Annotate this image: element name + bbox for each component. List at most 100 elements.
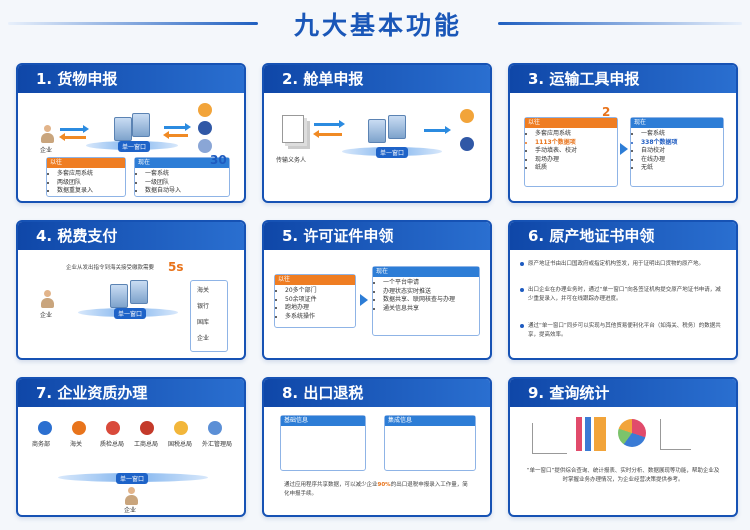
agency-icon <box>174 421 188 435</box>
stat-number: 30 <box>210 153 227 167</box>
server-icon <box>368 119 386 143</box>
card-goods-declaration[interactable]: 1. 货物申报 企业 单一窗口 以往 多套应用系统 两级团队 数据重复录入 现在… <box>16 63 246 203</box>
enterprise-label: 企业 <box>40 312 53 319</box>
platform-label: 单一窗口 <box>118 141 151 152</box>
enterprise-person-icon <box>40 290 54 308</box>
before-stat: 2 <box>602 105 611 119</box>
institution-item: 国库 <box>197 319 210 326</box>
agency-label: 质检总局 <box>100 441 125 448</box>
card-enterprise-qualification[interactable]: 7. 企业资质办理 商务部 海关 质检总局 工商总局 国税总局 外汇管理局 单一… <box>16 377 246 517</box>
arrow-left-icon <box>163 131 188 139</box>
arrow-left-icon <box>313 130 342 138</box>
before-item: 1113个数据项 <box>535 139 617 148</box>
query-caption: “单一窗口”提供综合查询、统计报表、实时分析、数据展现等功能，帮助企业及时掌握业… <box>526 468 720 483</box>
arrow-right-icon <box>164 123 191 131</box>
before-item: 50余项证件 <box>285 296 355 305</box>
agency-icon <box>72 421 86 435</box>
card-title: 5. 许可证件申领 <box>264 222 490 250</box>
now-item: 办理状态实时推送 <box>383 288 479 297</box>
tools-icon <box>198 103 212 117</box>
agency-label: 商务部 <box>32 441 51 448</box>
bullet-dot-icon <box>520 262 524 266</box>
title-divider-left <box>8 22 258 25</box>
info-bullet: 原产地证书由出口国政府或指定机构签发，用于证明出口货物的原产地。 <box>528 261 705 267</box>
before-item: 数据重复录入 <box>57 187 125 196</box>
agent-label: 传输义务人 <box>276 157 307 164</box>
payment-caption: 企业从发出指令到海关接受缴款需要 <box>66 265 155 271</box>
now-box: 现在 一个平台申请 办理状态实时推送 数据共享、联网核查与办理 通关信息共享 <box>372 266 480 336</box>
institution-item: 企业 <box>197 335 210 342</box>
arrow-right-icon <box>60 125 89 133</box>
before-item: 纸质 <box>535 164 617 173</box>
card-title: 6. 原产地证书申领 <box>510 222 736 250</box>
now-item: 自动校对 <box>641 147 723 156</box>
server-icon <box>114 117 132 141</box>
enterprise-label: 企业 <box>40 147 53 154</box>
enterprise-label: 企业 <box>124 507 137 514</box>
now-item: 数据自动导入 <box>145 187 229 196</box>
now-item: 在线办理 <box>641 156 723 165</box>
now-item: 无纸 <box>641 164 723 173</box>
info-bullet: 出口企业在办理业务时，通过“单一窗口”向各签证机构提交原产地证书申请，减少重复录… <box>528 287 721 302</box>
rebate-percent: 90% <box>377 482 391 488</box>
now-item: 一级团队 <box>145 179 229 188</box>
agency-label: 外汇管理局 <box>202 441 233 448</box>
title-divider-right <box>498 22 742 25</box>
now-item: 通关信息共享 <box>383 305 479 314</box>
title-bar: 九大基本功能 <box>0 0 750 46</box>
info-bullet: 通过“单一窗口”同步可以实现与其他贸易便利化平台（如海关、税务）的数据共享，提高… <box>528 323 721 338</box>
server-icon <box>388 115 406 139</box>
now-item: 一个平台申请 <box>383 279 479 288</box>
card-transport-declaration[interactable]: 3. 运输工具申报 以往 多套应用系统 1113个数据项 手动填表、校对 现场办… <box>508 63 738 203</box>
rebate-caption-a: 通过应用程序共享数据，可以减少企业 <box>284 482 378 488</box>
card-tax-payment[interactable]: 4. 税费支付 企业从发出指令到海关接受缴款需要 5s 企业 单一窗口 海关 银… <box>16 220 246 360</box>
before-label: 以往 <box>525 118 617 128</box>
emblem-icon <box>460 137 474 151</box>
document-stack-icon <box>282 115 304 143</box>
before-box: 以往 20多个部门 50余项证件 跑地办理 多系统操作 <box>274 274 356 328</box>
card-title: 3. 运输工具申报 <box>510 65 736 93</box>
emblem-icon <box>198 121 212 135</box>
agency-label: 海关 <box>70 441 83 448</box>
before-item: 20多个部门 <box>285 287 355 296</box>
card-query-statistics[interactable]: 9. 查询统计 “单一窗口”提供综合查询、统计报表、实时分析、数据展现等功能，帮… <box>508 377 738 517</box>
agency-icon <box>38 421 52 435</box>
before-item: 手动填表、校对 <box>535 147 617 156</box>
agency-icon <box>106 421 120 435</box>
card-origin-certificate[interactable]: 6. 原产地证书申领 原产地证书由出口国政府或指定机构签发，用于证明出口货物的原… <box>508 220 738 360</box>
agency-label: 国税总局 <box>168 441 193 448</box>
before-box: 以往 多套应用系统 1113个数据项 手动填表、校对 现场办理 纸质 <box>524 117 618 187</box>
before-box: 基础信息 <box>280 415 366 471</box>
card-title: 2. 舱单申报 <box>264 65 490 93</box>
card-title: 1. 货物申报 <box>18 65 244 93</box>
agency-icon <box>140 421 154 435</box>
card-license-application[interactable]: 5. 许可证件申领 以往 20多个部门 50余项证件 跑地办理 多系统操作 现在… <box>262 220 492 360</box>
before-item: 多系统操作 <box>285 313 355 322</box>
arrow-right-icon <box>424 126 451 134</box>
card-title: 7. 企业资质办理 <box>18 379 244 407</box>
before-label: 基础信息 <box>281 416 365 426</box>
platform-label: 单一窗口 <box>116 473 149 484</box>
now-item: 338个数据项 <box>641 139 723 148</box>
before-box: 以往 多套应用系统 两级团队 数据重复录入 <box>46 157 126 197</box>
agency-label: 工商总局 <box>134 441 159 448</box>
card-manifest-declaration[interactable]: 2. 舱单申报 传输义务人 单一窗口 <box>262 63 492 203</box>
card-title: 4. 税费支付 <box>18 222 244 250</box>
arrow-left-icon <box>59 133 86 141</box>
enterprise-person-icon <box>40 125 54 143</box>
server-icon <box>130 280 148 304</box>
now-box: 现在 一套系统 338个数据项 自动校对 在线办理 无纸 <box>630 117 724 187</box>
before-item: 跑地办理 <box>285 304 355 313</box>
column-chart-icon <box>660 419 691 450</box>
institution-item: 银行 <box>197 303 210 310</box>
now-item: 一套系统 <box>145 170 229 179</box>
before-label: 以往 <box>47 158 125 168</box>
enterprise-person-icon <box>124 487 138 505</box>
platform-label: 单一窗口 <box>376 147 409 158</box>
now-box: 集成信息 <box>384 415 476 471</box>
now-item: 数据共享、联网核查与办理 <box>383 296 479 305</box>
institution-item: 海关 <box>197 287 210 294</box>
tools-icon <box>460 109 474 123</box>
card-export-tax-rebate[interactable]: 8. 出口退税 基础信息 集成信息 通过应用程序共享数据，可以减少企业90%的出… <box>262 377 492 517</box>
arrow-right-icon <box>620 143 628 155</box>
